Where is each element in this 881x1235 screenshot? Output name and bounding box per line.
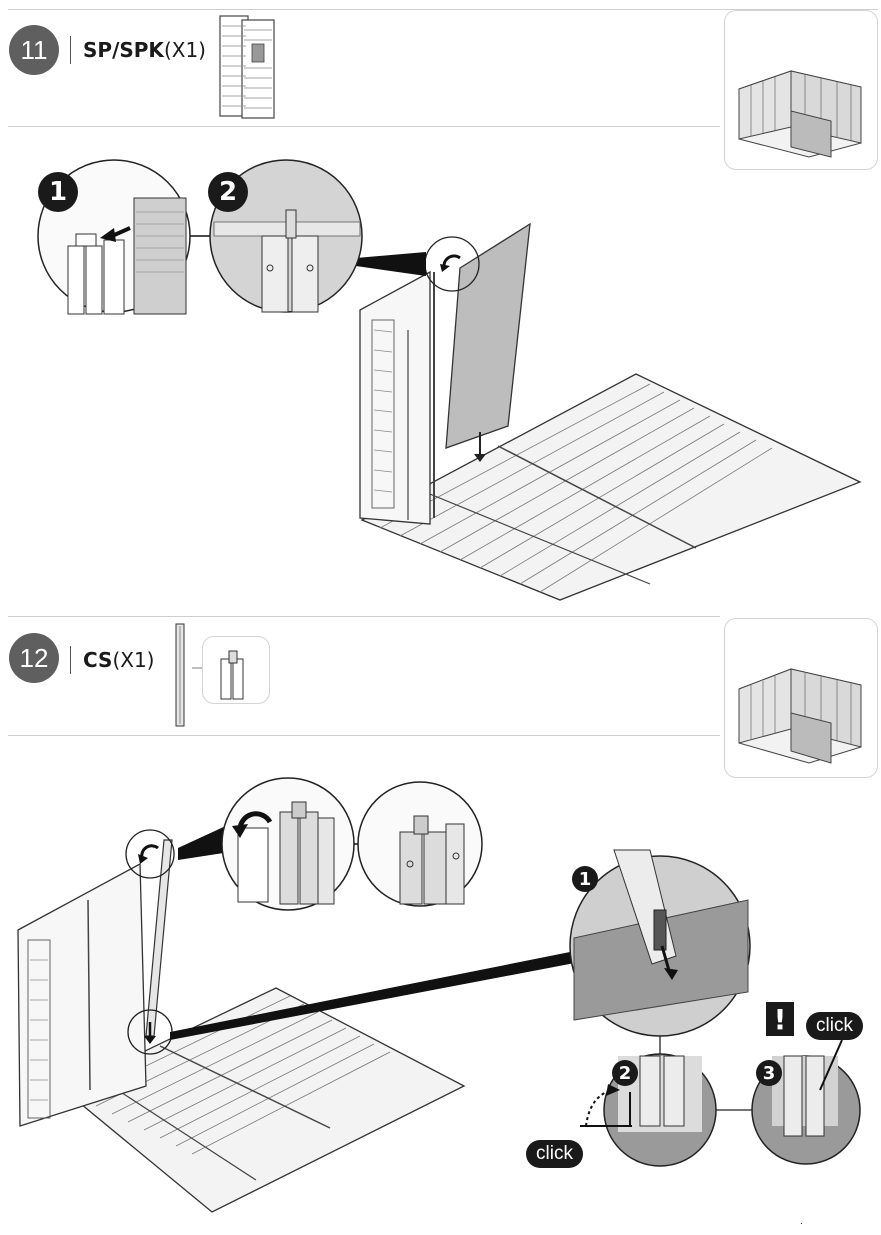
- corner-strip-detail-illustration: [220, 650, 244, 700]
- step-12-top-rule: [8, 616, 720, 617]
- step-12-separator: [70, 646, 71, 674]
- step-12-progress-thumbnail: [724, 618, 878, 778]
- step-11-progress-thumbnail: [724, 10, 878, 170]
- step-12-badge: 12: [9, 633, 59, 683]
- shed-progress-11-illustration: [738, 70, 862, 158]
- step-12-callout-3: 3: [756, 1060, 782, 1086]
- shed-progress-12-illustration: [738, 668, 862, 764]
- step-11-separator: [70, 36, 71, 64]
- step-11-badge: 11: [9, 25, 59, 75]
- click-bubble-right: click: [806, 1012, 863, 1040]
- step-11-main-illustration: [37, 159, 862, 601]
- step-11-header-rule: [8, 126, 720, 127]
- top-rule: [8, 9, 878, 10]
- warning-icon: !: [766, 1002, 794, 1036]
- step-12-callout-1: 1: [572, 866, 598, 892]
- footer-mark: .: [800, 1216, 803, 1227]
- step-12-part-qty: (X1): [112, 648, 155, 672]
- step-12-part-code: CS: [83, 648, 113, 672]
- step-11-callout-2: 2: [208, 172, 248, 212]
- click-bubble-left: click: [526, 1140, 583, 1168]
- step-12-callout-2: 2: [612, 1060, 638, 1086]
- step-12-main-illustration: [17, 777, 861, 1213]
- step-11-part-code: SP/SPK: [83, 38, 164, 62]
- step-12-part-label: CS(X1): [83, 648, 154, 672]
- step-11-callout-1: 1: [38, 172, 78, 212]
- step-11-part-qty: (X1): [163, 38, 206, 62]
- step-12-header-rule: [8, 735, 720, 736]
- step-11-part-label: SP/SPK(X1): [83, 38, 206, 62]
- side-panel-part-icon: [219, 15, 275, 119]
- corner-strip-detail-box: [202, 636, 270, 704]
